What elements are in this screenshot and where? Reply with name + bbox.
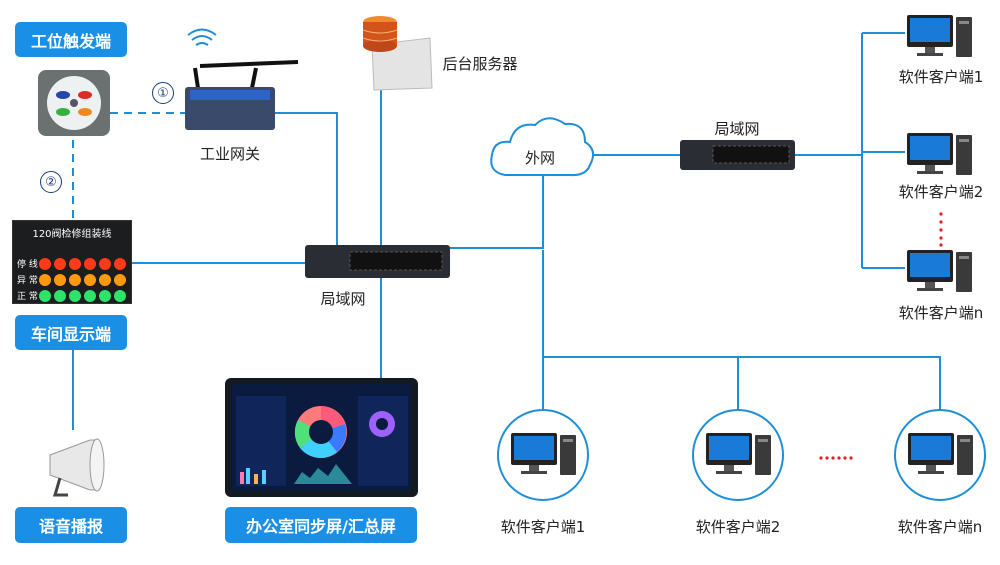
board-row-label: 异 常 xyxy=(17,276,38,286)
gateway-label: 工业网关 xyxy=(199,145,261,163)
status-led xyxy=(54,289,66,302)
board-row: 正 常 xyxy=(17,289,131,302)
status-led xyxy=(84,273,96,286)
pc-icon xyxy=(511,433,576,475)
board-row: 异 常 xyxy=(17,273,131,286)
pc-icon xyxy=(907,15,972,57)
status-led xyxy=(99,257,111,270)
horizontal-ellipsis xyxy=(819,456,853,460)
step-1-marker: ① xyxy=(152,82,174,104)
bottom-client-links xyxy=(542,250,941,410)
status-led xyxy=(114,273,126,286)
lan-right-label: 局域网 xyxy=(714,120,760,138)
status-led xyxy=(69,273,81,286)
office-screen xyxy=(225,378,418,497)
client-right-2-label: 软件客户端2 xyxy=(898,183,984,201)
vertical-ellipsis xyxy=(939,212,943,247)
status-led xyxy=(39,257,51,270)
workshop-display-board: 120阀检修组装线 停 线异 常正 常 xyxy=(12,220,132,304)
workshop-display-label: 车间显示端 xyxy=(15,315,127,350)
status-led xyxy=(114,257,126,270)
switch-icon-right xyxy=(680,140,795,170)
office-screen-label: 办公室同步屏/汇总屏 xyxy=(225,507,417,543)
voice-label: 语音播报 xyxy=(15,507,127,543)
status-led xyxy=(54,273,66,286)
status-led xyxy=(39,273,51,286)
status-led xyxy=(99,289,111,302)
cloud-icon xyxy=(490,117,595,177)
pc-icon xyxy=(908,433,973,475)
board-title: 120阀检修组装线 xyxy=(32,229,112,240)
wifi-icon xyxy=(187,28,217,46)
status-led xyxy=(99,273,111,286)
status-led xyxy=(39,289,51,302)
step-2-marker: ② xyxy=(40,171,62,193)
client-bottom-2-label: 软件客户端2 xyxy=(695,518,781,536)
button-box-icon xyxy=(38,70,110,136)
speaker-icon xyxy=(49,438,105,497)
gateway-icon xyxy=(185,60,299,130)
client-right-n-label: 软件客户端n xyxy=(898,304,984,322)
trigger-label: 工位触发端 xyxy=(15,22,127,57)
client-bottom-n-label: 软件客户端n xyxy=(897,518,983,536)
gateway-switch-link xyxy=(275,112,338,248)
board-row-label: 停 线 xyxy=(17,260,38,270)
lan-left-label: 局域网 xyxy=(320,290,366,308)
switch-cloud-link xyxy=(450,172,544,249)
switch-icon-left xyxy=(305,245,450,278)
client-branches xyxy=(861,32,905,269)
server-icon xyxy=(362,16,433,91)
client-bottom-1-label: 软件客户端1 xyxy=(500,518,586,536)
internet-label: 外网 xyxy=(524,149,556,167)
board-row-label: 正 常 xyxy=(17,292,38,302)
board-row: 停 线 xyxy=(17,257,131,270)
dashboard-graphic xyxy=(236,396,408,486)
pc-icon xyxy=(907,133,972,175)
pc-icon xyxy=(907,250,972,292)
status-led xyxy=(69,257,81,270)
status-led xyxy=(84,289,96,302)
status-led xyxy=(69,289,81,302)
status-led xyxy=(114,289,126,302)
status-led xyxy=(84,257,96,270)
client-right-1-label: 软件客户端1 xyxy=(898,68,984,86)
server-label: 后台服务器 xyxy=(442,55,518,73)
pc-icon xyxy=(706,433,771,475)
status-led xyxy=(54,257,66,270)
